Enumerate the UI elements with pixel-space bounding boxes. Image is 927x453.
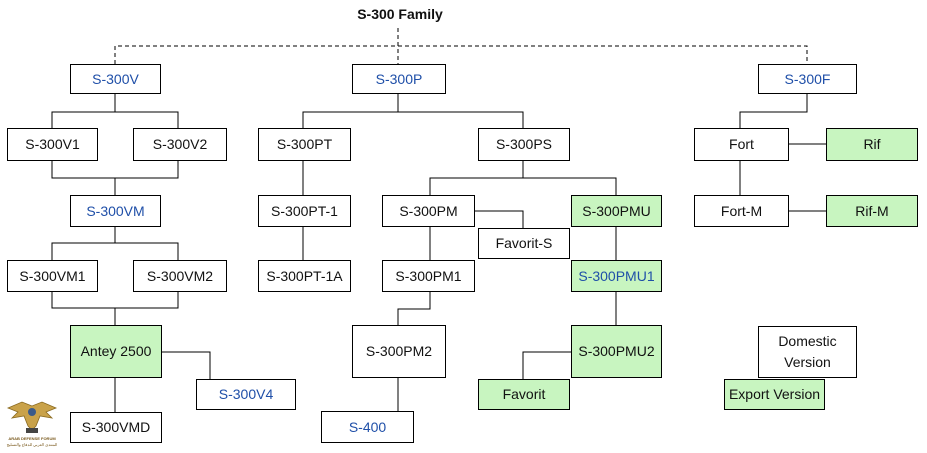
link-vm1-vm2-to-antey <box>51 292 179 309</box>
node-s300p: S-300P <box>352 64 446 94</box>
link-pm-to-favorits <box>475 210 524 228</box>
node-s300pmu2: S-300PMU2 <box>571 325 662 378</box>
diagram-title: S-300 Family <box>357 6 443 22</box>
node-rif: Rif <box>826 128 918 161</box>
eagle-emblem-icon <box>6 401 58 433</box>
node-s300f: S-300F <box>758 64 857 94</box>
node-s300v1: S-300V1 <box>7 128 98 161</box>
node-s300vmd: S-300VMD <box>70 412 162 443</box>
node-fort: Fort <box>694 128 789 161</box>
link-v1-v2-to-vm <box>51 161 179 179</box>
link-ps-to-pm-pmu <box>429 177 617 195</box>
node-s300pmu: S-300PMU <box>571 195 662 227</box>
node-s300v2: S-300V2 <box>133 128 227 161</box>
watermark-logo: ARAB DEFENSE FORUM المنتدى العربي للدفاع… <box>4 400 60 450</box>
node-rifm: Rif-M <box>826 195 918 227</box>
link-antey-to-v4 <box>162 351 211 379</box>
node-fortm: Fort-M <box>694 195 789 227</box>
legend-export-version: Export Version <box>724 379 825 410</box>
node-s300pt1: S-300PT-1 <box>258 195 351 227</box>
link-p-to-pt-ps <box>302 111 524 128</box>
node-s300pmu1: S-300PMU1 <box>571 260 662 292</box>
watermark-text: ARAB DEFENSE FORUM <box>8 436 56 441</box>
node-s300pm2: S-300PM2 <box>352 325 446 378</box>
family-link-dashed <box>114 45 808 64</box>
node-favorit: Favorit <box>478 379 570 410</box>
node-s300v4: S-300V4 <box>196 379 296 410</box>
link-pm1-to-pm2 <box>397 292 431 325</box>
node-antey-2500: Antey 2500 <box>70 325 162 378</box>
legend-domestic-version: Domestic Version <box>758 326 857 378</box>
watermark-subtext: المنتدى العربي للدفاع والتسليح <box>6 442 58 447</box>
node-s300vm2: S-300VM2 <box>133 260 227 292</box>
link-vm-to-vm1-vm2 <box>51 242 179 260</box>
node-favorit-s: Favorit-S <box>478 228 570 259</box>
node-s300pt: S-300PT <box>258 128 351 161</box>
link-f-to-fort <box>739 94 808 128</box>
link-pmu2-to-favorit <box>522 351 571 379</box>
node-s400: S-400 <box>321 411 414 443</box>
node-s300vm: S-300VM <box>70 195 161 227</box>
node-s300v: S-300V <box>70 64 161 94</box>
node-s300ps: S-300PS <box>478 128 570 161</box>
link-v-to-v1-v2 <box>51 111 179 128</box>
node-s300pt1a: S-300PT-1A <box>258 260 351 292</box>
node-s300pm: S-300PM <box>382 195 475 227</box>
node-s300pm1: S-300PM1 <box>382 260 475 292</box>
node-s300vm1: S-300VM1 <box>7 260 98 292</box>
